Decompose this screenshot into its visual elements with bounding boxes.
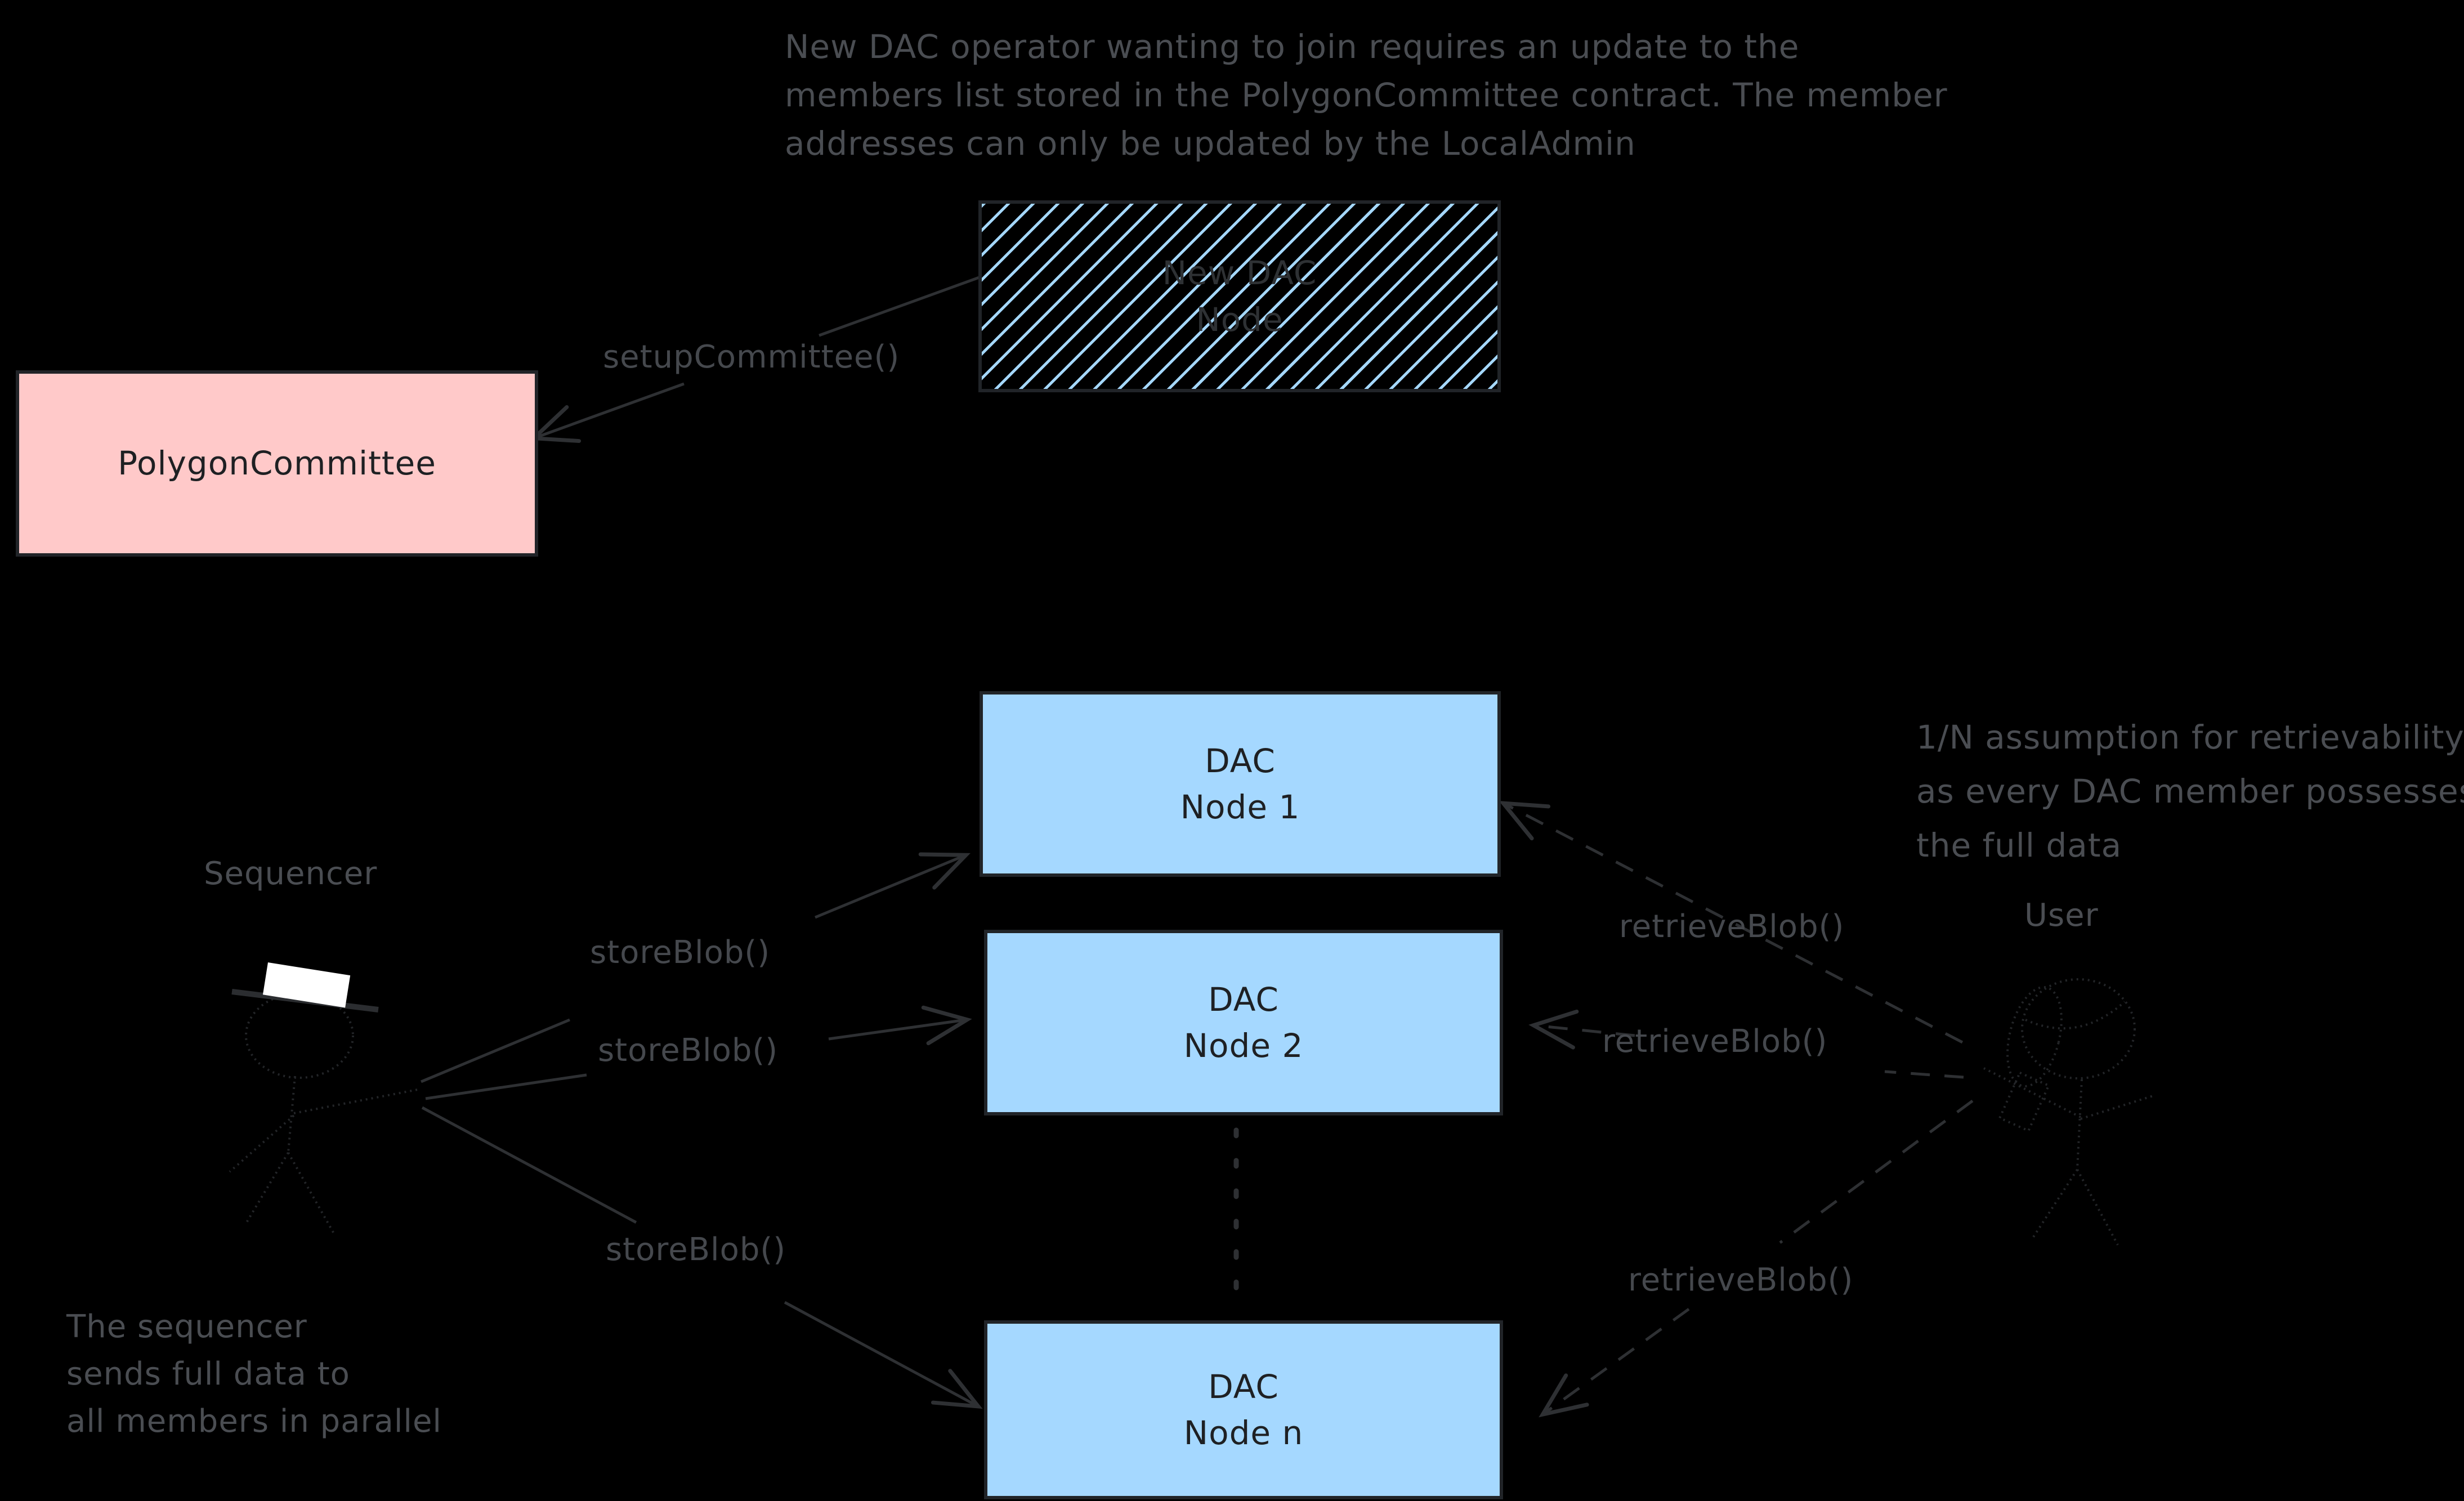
store-blob-arrow-2 xyxy=(425,1005,972,1100)
dac-node-1-label-line1: DAC xyxy=(1205,741,1276,780)
store-blob-label-3: storeBlob() xyxy=(606,1231,786,1268)
retrievability-annotation-line3: the full data xyxy=(1916,826,2122,864)
retrieve-blob-label-3: retrieveBlob() xyxy=(1628,1262,1854,1298)
store-blob-arrow-1 xyxy=(421,852,971,1083)
store-blob-label-2: storeBlob() xyxy=(598,1032,779,1069)
retrieve-blob-label-1: retrieveBlob() xyxy=(1619,908,1845,945)
sequencer-leg-left xyxy=(245,1151,289,1224)
user-arm-right xyxy=(2080,1094,2156,1120)
sequencer-leg-right xyxy=(287,1152,336,1236)
polygon-committee-label: PolygonCommittee xyxy=(118,444,436,483)
dac-node-1-label-line2: Node 1 xyxy=(1180,788,1300,826)
retrieve-blob-arrow-3 xyxy=(1539,1099,1974,1418)
top-annotation-line2: members list stored in the PolygonCommit… xyxy=(785,76,1948,114)
setup-committee-arrow xyxy=(529,275,981,443)
user-leg-left xyxy=(2032,1168,2078,1238)
user-body xyxy=(2076,1079,2083,1170)
user-side-hair xyxy=(2006,986,2063,1087)
sequencer-annotation-line1: The sequencer xyxy=(66,1309,307,1345)
retrieve-blob-arrow-2 xyxy=(1528,1009,1964,1079)
sequencer-label: Sequencer xyxy=(204,855,378,892)
dac-node-1-box: DAC Node 1 xyxy=(980,691,1501,877)
sequencer-annotation-line3: all members in parallel xyxy=(66,1403,442,1440)
store-blob-label-1: storeBlob() xyxy=(590,934,771,971)
user-arm-left xyxy=(1983,1067,2081,1118)
new-dac-node-label-line2: Node xyxy=(1196,300,1284,339)
retrievability-annotation-line1: 1/N assumption for retrievability, xyxy=(1916,718,2464,756)
top-annotation: New DAC operator wanting to join require… xyxy=(785,23,1948,168)
dac-node-n-label-line2: Node n xyxy=(1183,1414,1304,1452)
top-annotation-line1: New DAC operator wanting to join require… xyxy=(785,28,1800,66)
dac-node-2-label-line1: DAC xyxy=(1208,980,1279,1019)
user-hair xyxy=(2025,1001,2126,1030)
dac-node-2-box: DAC Node 2 xyxy=(984,930,1503,1115)
sequencer-arm-left xyxy=(229,1114,295,1173)
setup-committee-label: setupCommittee() xyxy=(603,339,900,375)
store-blob-arrow-3 xyxy=(421,1106,983,1409)
user-figure xyxy=(1983,978,2156,1245)
dac-node-n-label-line1: DAC xyxy=(1208,1367,1279,1406)
retrievability-annotation-line2: as every DAC member possesses xyxy=(1916,772,2464,810)
user-phone xyxy=(1998,1071,2050,1132)
polygon-committee-box: PolygonCommittee xyxy=(16,370,538,557)
sequencer-arm-right xyxy=(293,1088,418,1114)
sequencer-hat-band xyxy=(262,962,351,1008)
top-annotation-line3: addresses can only be updated by the Loc… xyxy=(785,124,1636,163)
sequencer-annotation-line2: sends full data to xyxy=(66,1356,350,1392)
sequencer-body xyxy=(287,1076,296,1153)
dac-node-2-label-line2: Node 2 xyxy=(1183,1027,1304,1065)
sequencer-figure xyxy=(229,992,418,1236)
new-dac-node-box: New DAC Node xyxy=(978,200,1501,392)
retrieve-blob-arrow-1 xyxy=(1499,801,1964,1044)
new-dac-node-label-line1: New DAC xyxy=(1162,254,1317,293)
user-leg-right xyxy=(2076,1169,2119,1245)
sequencer-annotation: The sequencer sends full data to all mem… xyxy=(66,1303,442,1445)
user-head xyxy=(2021,978,2136,1079)
dac-node-n-box: DAC Node n xyxy=(984,1320,1503,1499)
retrievability-annotation: 1/N assumption for retrievability, as ev… xyxy=(1916,710,2464,872)
retrieve-blob-label-2: retrieveBlob() xyxy=(1602,1023,1828,1060)
user-label: User xyxy=(2024,897,2099,934)
